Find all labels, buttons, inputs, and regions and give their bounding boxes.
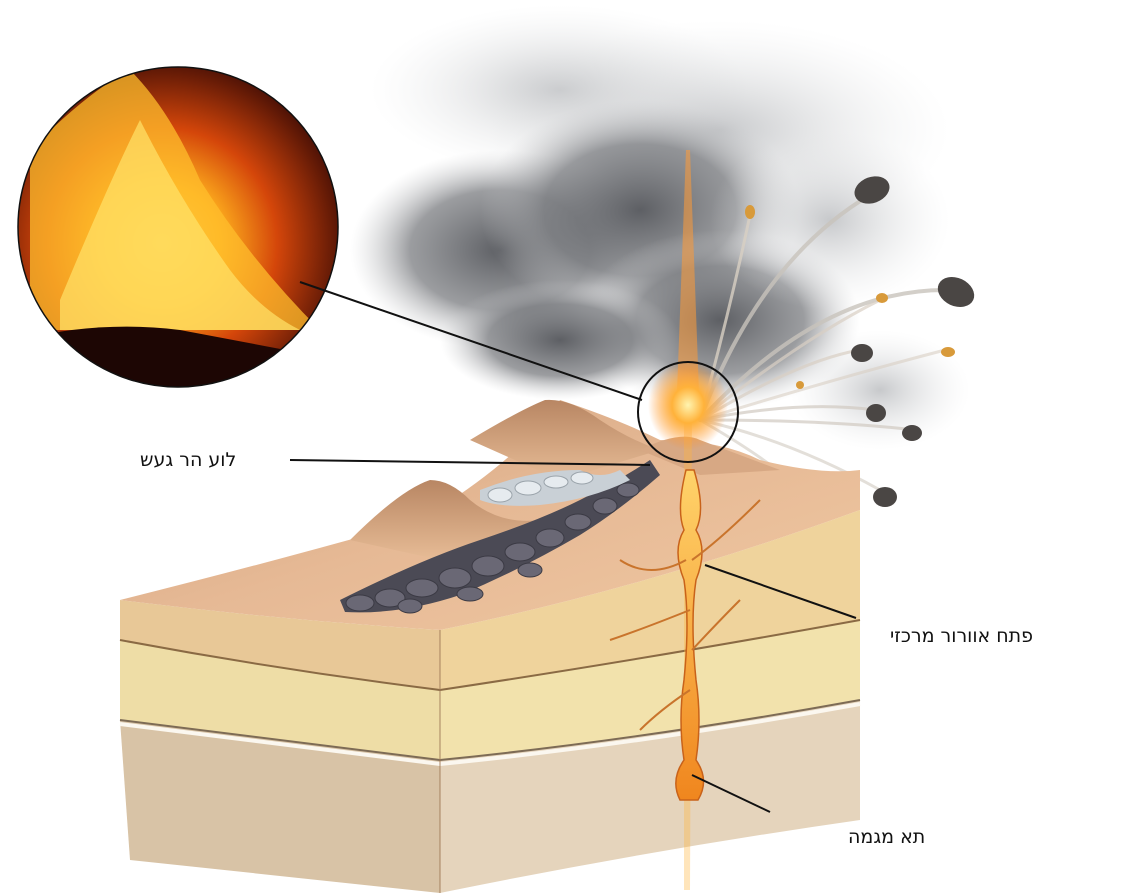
ground-block [120, 400, 860, 893]
label-crater: לוע הר געש [140, 451, 236, 470]
label-magma-chamber: תא מגמה [848, 828, 925, 847]
lava-fountain-photo [18, 67, 338, 400]
label-central-vent: פתח אוורור מרכזי [890, 627, 1033, 646]
